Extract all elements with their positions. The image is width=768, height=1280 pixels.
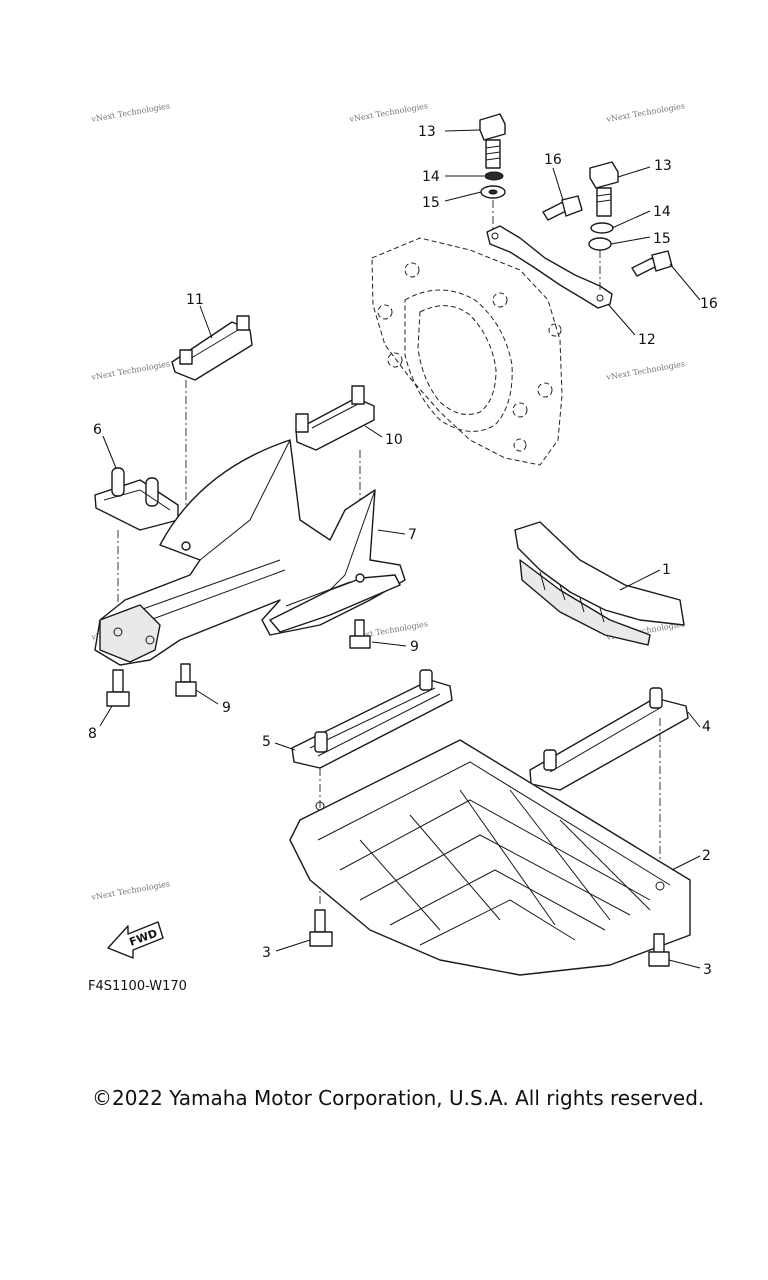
callout-9: 9 xyxy=(410,639,419,655)
leader-lines xyxy=(99,129,701,969)
callout-14: 14 xyxy=(653,204,671,220)
callout-13: 13 xyxy=(654,158,672,174)
callout-16: 16 xyxy=(544,152,562,168)
callout-15: 15 xyxy=(653,231,671,247)
callout-3: 3 xyxy=(262,945,271,961)
copyright-notice: ©2022 Yamaha Motor Corporation, U.S.A. A… xyxy=(92,1086,705,1110)
callout-8: 8 xyxy=(88,726,97,742)
watermark: vNext Technologies xyxy=(605,101,686,124)
callout-2: 2 xyxy=(702,848,711,864)
callout-numbers: 1 2 3 3 4 5 6 7 8 9 9 10 11 12 13 13 14 … xyxy=(88,124,718,978)
engine-mount-plate-phantom xyxy=(371,237,563,466)
callout-9: 9 xyxy=(222,700,231,716)
callout-10: 10 xyxy=(385,432,403,448)
mount-bracket-10 xyxy=(295,385,375,580)
engine-bed-7 xyxy=(94,439,406,666)
mount-bracket-11 xyxy=(171,315,253,545)
callout-5: 5 xyxy=(262,734,271,750)
callout-11: 11 xyxy=(186,292,204,308)
callout-4: 4 xyxy=(702,719,711,735)
callout-16: 16 xyxy=(700,296,718,312)
callout-1: 1 xyxy=(662,562,671,578)
fwd-arrow-icon: FWD xyxy=(107,921,164,959)
callout-14: 14 xyxy=(422,169,440,185)
watermark: vNext Technologies xyxy=(605,359,686,382)
callout-12: 12 xyxy=(638,332,656,348)
drawing-code: F4S1100-W170 xyxy=(88,979,187,994)
side-bolts xyxy=(542,195,673,277)
watermark: vNext Technologies xyxy=(90,101,171,124)
callout-15: 15 xyxy=(422,195,440,211)
bolts-3 xyxy=(309,909,670,967)
bolt-stack-right xyxy=(588,161,619,290)
watermark: vNext Technologies xyxy=(90,879,171,902)
engine-bracket xyxy=(486,225,613,309)
callout-13: 13 xyxy=(418,124,436,140)
bumper-1 xyxy=(514,521,685,646)
ride-plate-2 xyxy=(289,739,691,976)
callout-7: 7 xyxy=(408,527,417,543)
rail-bracket-4 xyxy=(529,687,689,930)
callout-6: 6 xyxy=(93,422,102,438)
watermark: vNext Technologies xyxy=(348,101,429,124)
watermark: vNext Technologies xyxy=(90,359,171,382)
callout-3: 3 xyxy=(703,962,712,978)
bolts-front xyxy=(106,619,371,707)
front-mount-6 xyxy=(94,467,179,605)
bolt-stack-left xyxy=(479,113,506,232)
